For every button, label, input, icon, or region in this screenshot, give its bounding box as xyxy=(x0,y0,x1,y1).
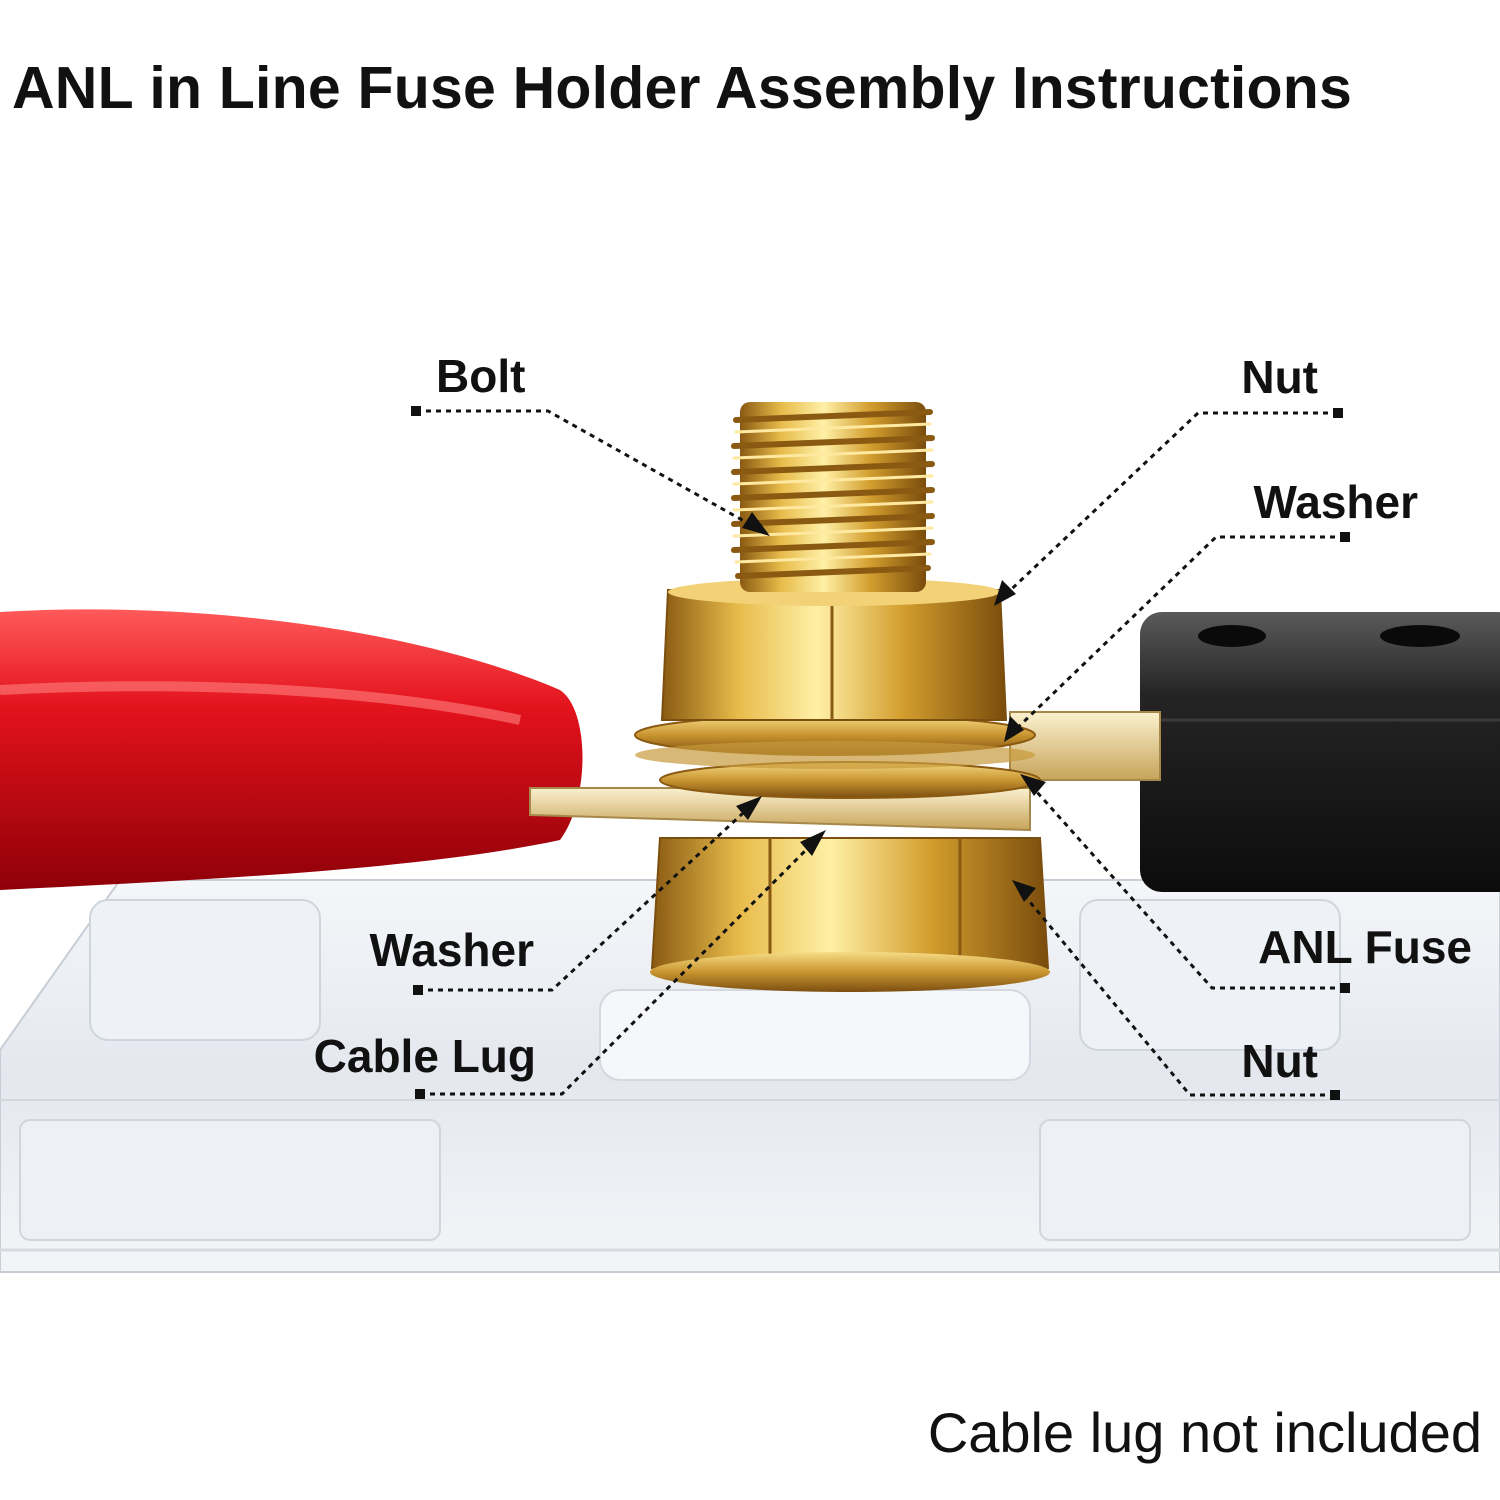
label-nut-bottom: Nut xyxy=(1241,1035,1318,1087)
arrowhead-washer-bottom xyxy=(736,796,762,820)
leader-cable-lug xyxy=(420,836,820,1096)
label-washer-bottom: Washer xyxy=(370,924,535,976)
anl-fuse-body xyxy=(1140,612,1500,892)
arrowhead-washer-top xyxy=(1004,716,1024,742)
label-cable-lug: Cable Lug xyxy=(314,1030,536,1082)
top-nut xyxy=(660,578,1008,721)
arrowhead-nut-top xyxy=(994,580,1016,606)
leader-nut-top xyxy=(998,411,1338,602)
callout-arrowheads xyxy=(736,512,1046,902)
arrowhead-nut-bottom xyxy=(1012,880,1036,902)
callout-dots xyxy=(411,406,1350,1100)
label-bolt: Bolt xyxy=(436,350,525,402)
bottom-nut xyxy=(650,837,1050,992)
red-cable-boot xyxy=(0,609,583,890)
callout-leaders xyxy=(416,409,1345,1097)
threaded-bolt xyxy=(731,402,935,592)
fuse-terminal-tab xyxy=(1009,711,1161,781)
leader-anl-fuse xyxy=(1026,781,1345,990)
arrowhead-cable-lug xyxy=(800,830,826,856)
label-washer-top: Washer xyxy=(1254,476,1419,528)
label-anl-fuse: ANL Fuse xyxy=(1258,921,1472,973)
diagram-title: ANL in Line Fuse Holder Assembly Instruc… xyxy=(12,55,1353,121)
leader-bolt xyxy=(416,409,761,532)
arrowhead-anl-fuse xyxy=(1020,774,1046,796)
clear-base xyxy=(0,879,1500,1273)
leader-washer-bottom xyxy=(418,800,757,992)
leader-nut-bottom xyxy=(1018,889,1335,1097)
arrowhead-bolt xyxy=(742,512,770,536)
footnote: Cable lug not included xyxy=(927,1401,1482,1464)
label-nut-top: Nut xyxy=(1241,351,1318,403)
leader-washer-top xyxy=(1008,535,1345,737)
